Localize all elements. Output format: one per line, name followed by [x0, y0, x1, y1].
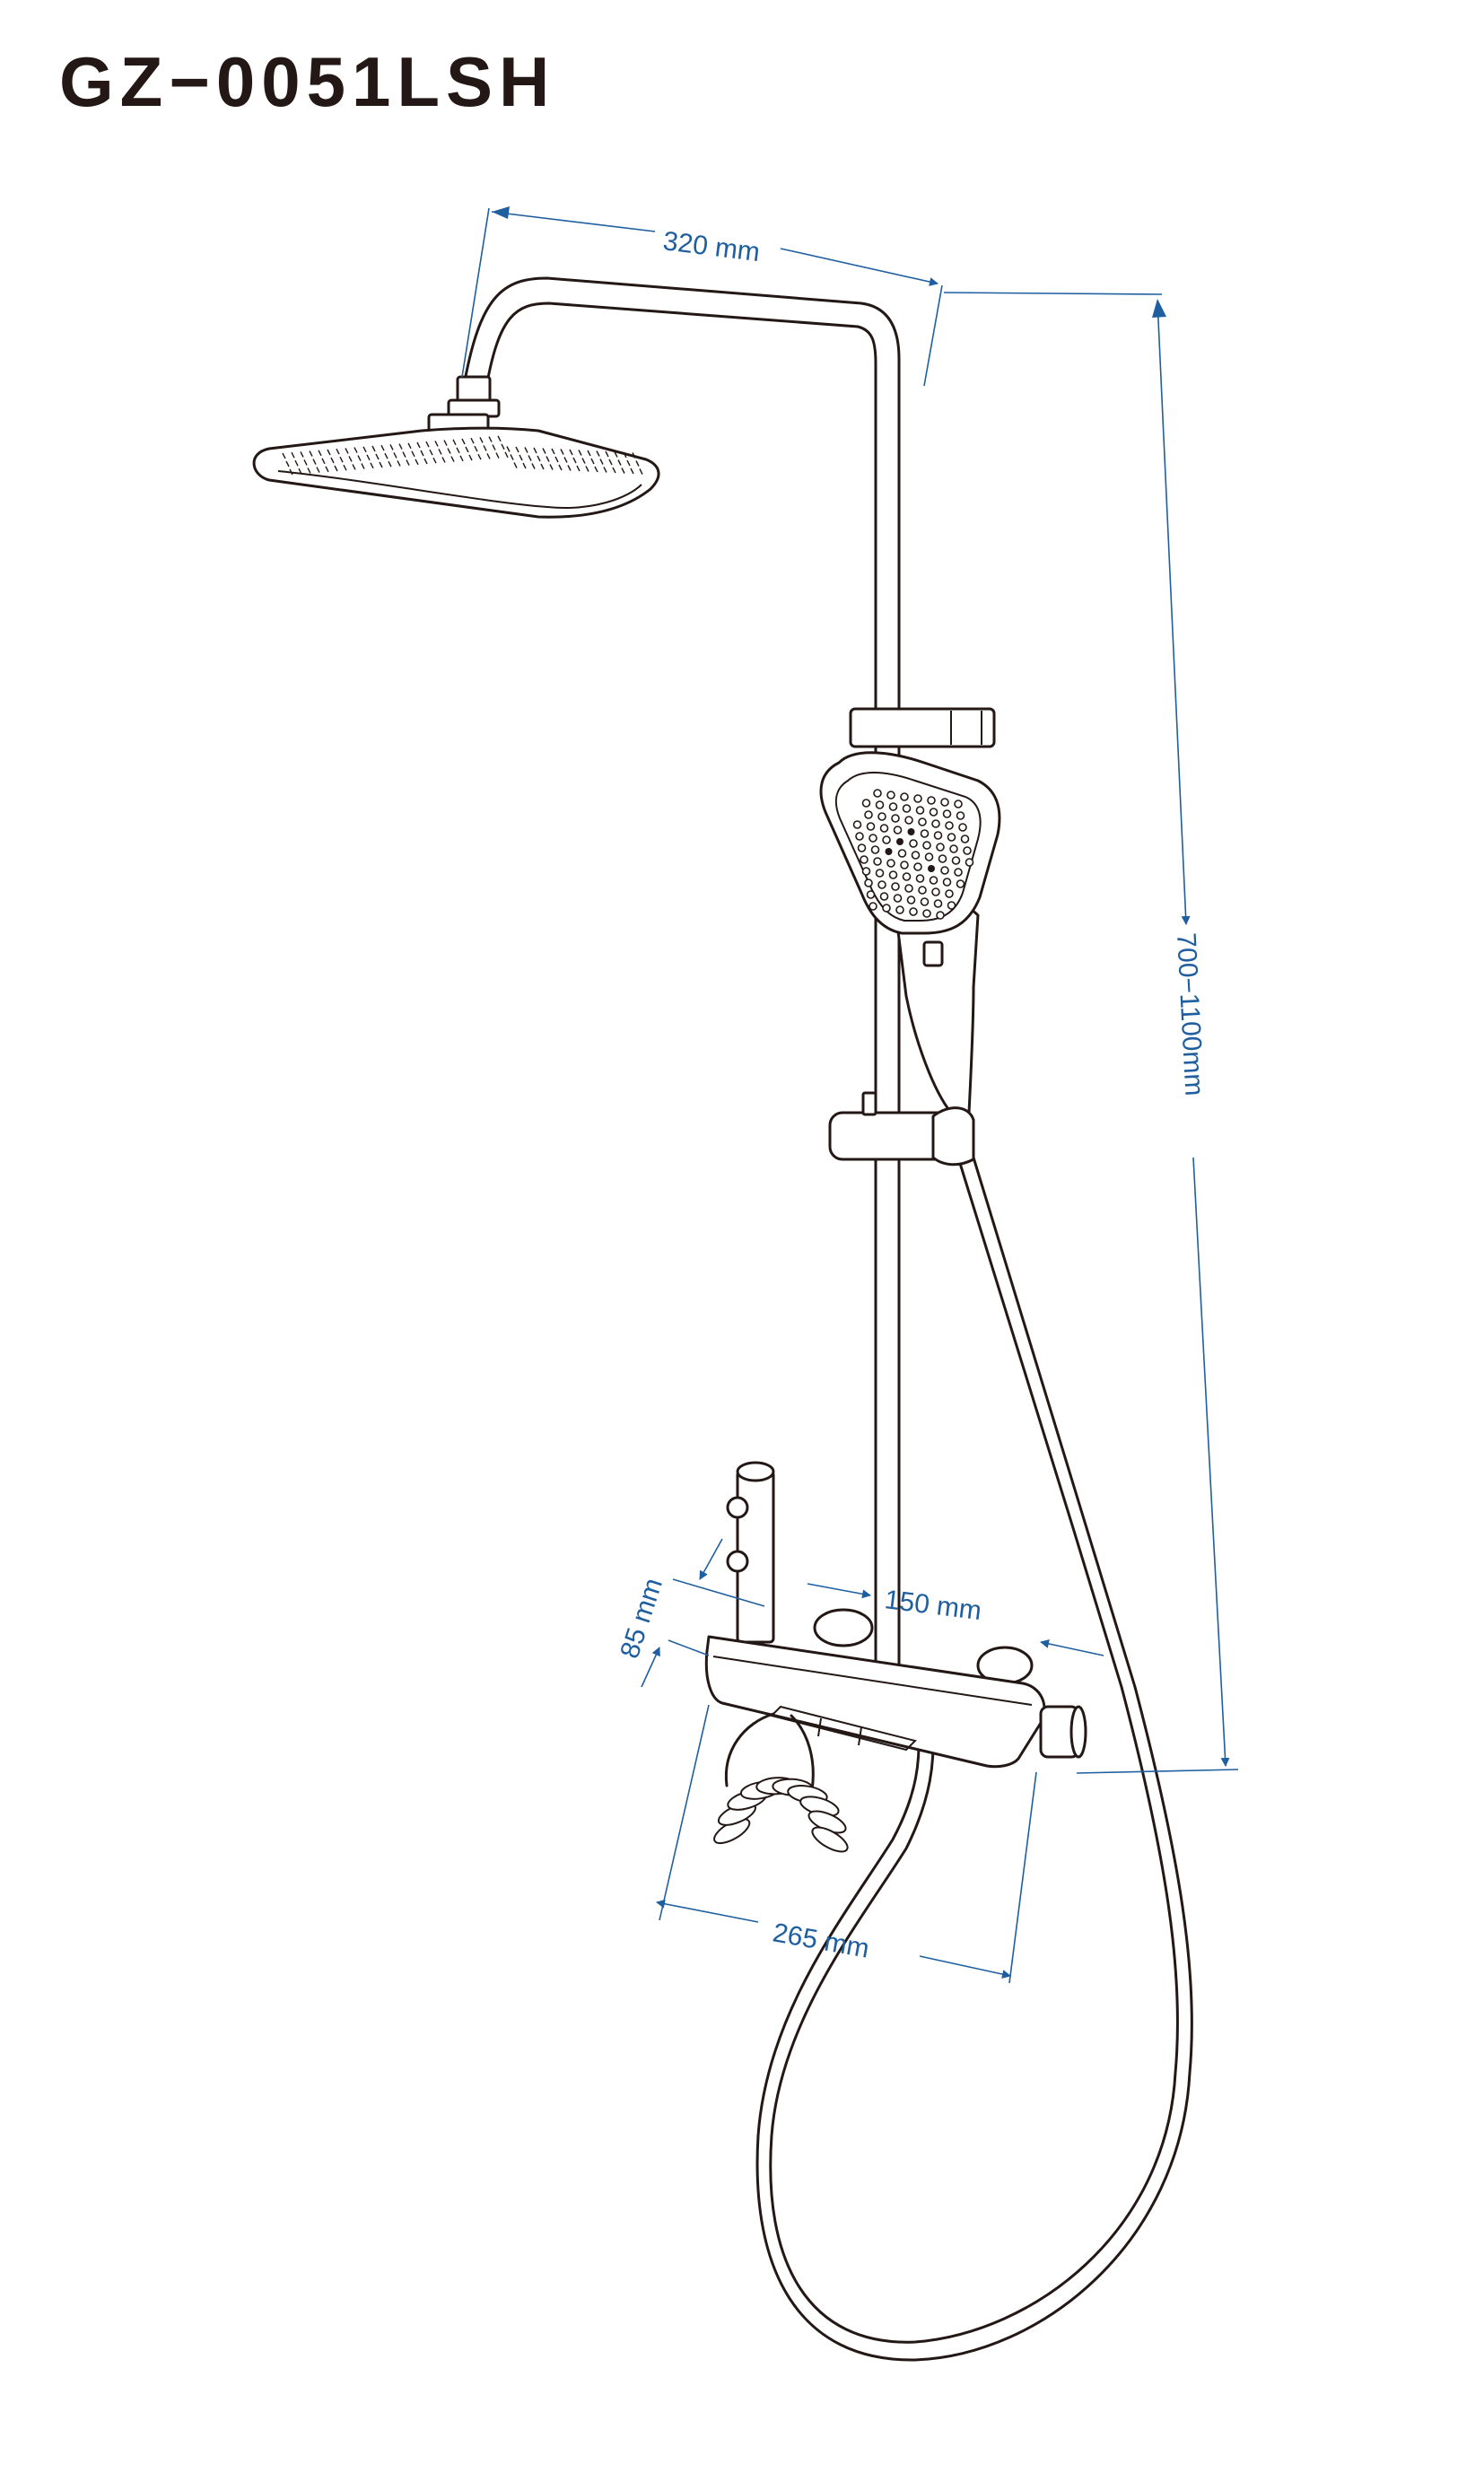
shower-hose [755, 1156, 1193, 2362]
coiled-hose [713, 1712, 849, 1853]
rain-nozzles [282, 435, 643, 476]
dim-320: 320 mm [661, 226, 762, 267]
shelf-mixer-body [704, 1635, 1046, 1769]
dim-85: 85 mm [615, 1575, 668, 1662]
hose-coils [713, 1777, 849, 1853]
shower-arm [462, 276, 901, 711]
wall-connector-left [813, 1608, 874, 1647]
model-title: GZ−0051LSH [59, 42, 556, 121]
hand-shower-holder [828, 1091, 975, 1167]
dimension-height-range: 700−1100mm [943, 292, 1239, 1774]
tub-spout-pipe [726, 1461, 775, 1644]
dim-700-1100: 700−1100mm [1171, 932, 1209, 1097]
temperature-knob [1039, 1705, 1087, 1759]
rain-shower-head [252, 375, 660, 519]
top-bracket [849, 707, 996, 748]
dimension-arm-length: 320 mm [461, 206, 943, 387]
hand-shower [819, 751, 1001, 1114]
hand-shower-nozzles [852, 789, 974, 920]
